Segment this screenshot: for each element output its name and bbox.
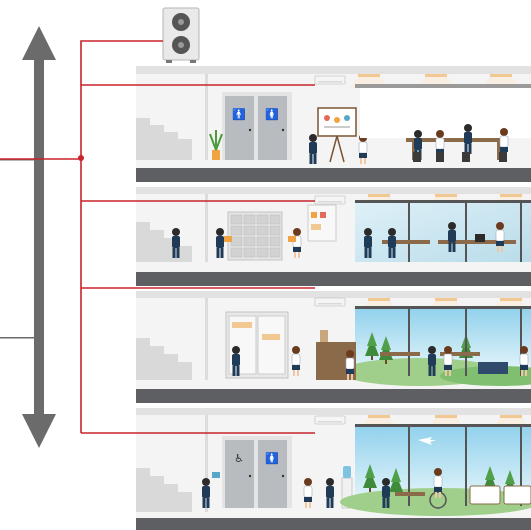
stairwell bbox=[136, 298, 208, 380]
floor-slab bbox=[136, 168, 531, 182]
floor-slab bbox=[136, 272, 531, 286]
restroom-female-icon: 🚺 bbox=[265, 452, 279, 465]
accessible-icon: ♿ bbox=[234, 452, 244, 465]
floor-4: 🚹 🚺 bbox=[136, 66, 531, 182]
restroom-female-icon: 🚺 bbox=[265, 108, 279, 121]
refrigerant-piping bbox=[0, 40, 315, 434]
pipe-riser bbox=[80, 40, 163, 433]
shelf bbox=[307, 204, 337, 242]
mailroom bbox=[216, 211, 302, 261]
indoor-unit-icon bbox=[314, 195, 346, 205]
arrow-side-line-bottom bbox=[0, 337, 34, 339]
floor-slab bbox=[136, 389, 531, 403]
lobby-lounge bbox=[340, 424, 531, 516]
storage-cabinets bbox=[225, 311, 301, 379]
dining-area bbox=[316, 306, 531, 386]
plant bbox=[209, 130, 223, 160]
indoor-unit-icon bbox=[314, 75, 346, 85]
double-arrow-icon bbox=[22, 26, 56, 448]
restrooms: ♿ 🚺 bbox=[202, 436, 292, 508]
outdoor-unit-icon bbox=[162, 7, 200, 63]
indoor-unit-icon bbox=[314, 297, 346, 307]
open-office bbox=[355, 200, 531, 262]
restrooms: 🚹 🚺 bbox=[222, 92, 292, 160]
floor-2 bbox=[136, 291, 531, 403]
floor-3 bbox=[136, 187, 531, 286]
indoor-unit-icon bbox=[314, 415, 346, 425]
pipe-junction bbox=[78, 155, 84, 161]
stairwell bbox=[136, 415, 208, 512]
meeting-room bbox=[355, 84, 531, 162]
floor-1: ♿ 🚺 bbox=[136, 408, 531, 530]
floor-slab bbox=[136, 518, 531, 530]
stairwell bbox=[136, 194, 208, 262]
water-cooler bbox=[303, 466, 353, 509]
restroom-male-icon: 🚹 bbox=[232, 108, 246, 121]
presentation-area bbox=[309, 107, 368, 165]
stairwell bbox=[136, 74, 208, 160]
